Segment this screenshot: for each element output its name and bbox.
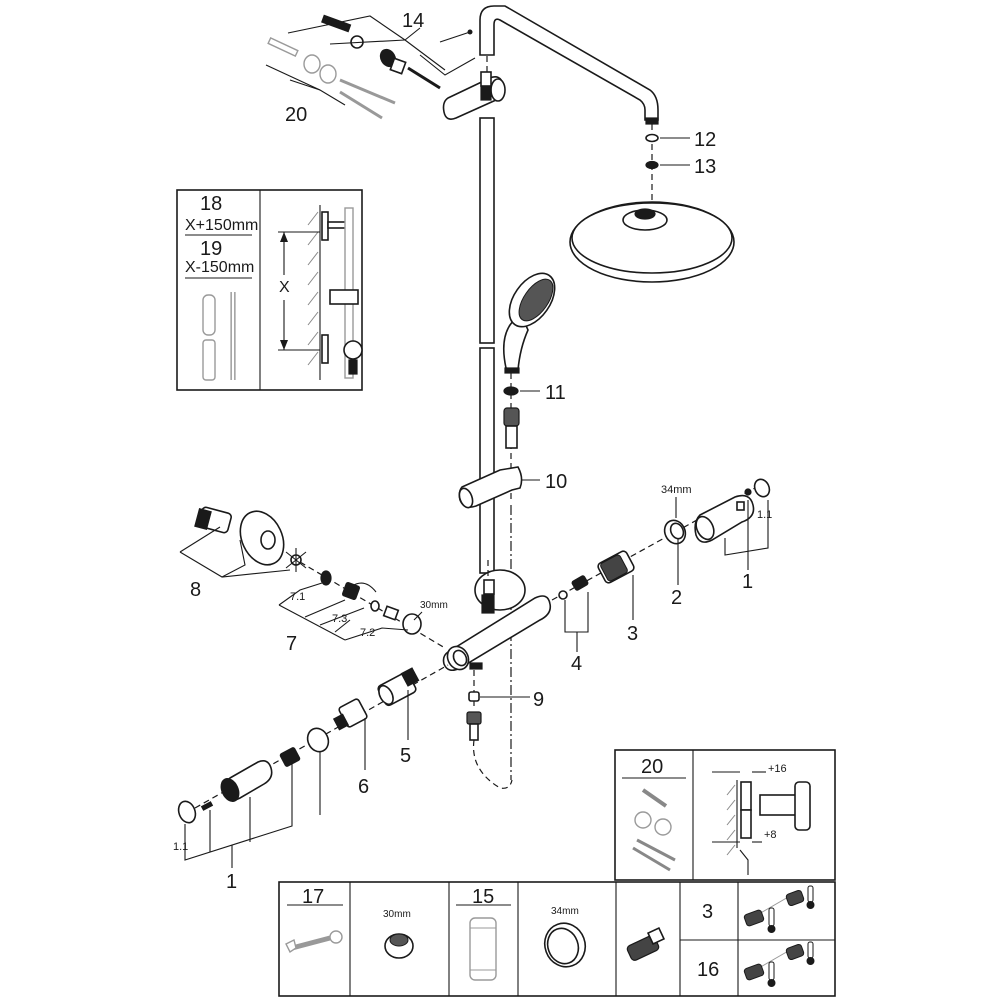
sleeve-icon: [469, 917, 497, 981]
callout-2: 2: [671, 587, 682, 609]
shower-slider: [458, 466, 523, 509]
thermometer-icon-pair-16: [743, 941, 815, 987]
hose-connection: [466, 670, 513, 789]
fixing-set-20: [265, 37, 396, 120]
union-set-7: [278, 561, 446, 649]
item-19-number: 19: [200, 238, 222, 260]
callout-1-left: 1: [226, 871, 237, 893]
callout-7: 7: [286, 633, 297, 655]
extension-rail-inset: [176, 189, 363, 391]
item-18-number: 18: [200, 193, 222, 215]
table-item-15: 15: [472, 886, 494, 908]
callout-7-2: 7.2: [360, 627, 375, 639]
cartridge-icon: [626, 926, 666, 961]
nut-size-30mm: 30mm: [420, 600, 448, 611]
wall-offset-inset: [614, 749, 836, 881]
thermometer-icon-pair-3: [743, 885, 815, 933]
thread-ring-icon: [543, 922, 587, 968]
overhead-shower-head: [569, 124, 735, 283]
callout-7-1: 7.1: [290, 591, 305, 603]
item-19-length: X-150mm: [185, 259, 254, 276]
callout-10: 10: [545, 471, 567, 493]
upper-wall-bracket: [442, 71, 506, 120]
callout-20-top: 20: [285, 104, 307, 126]
callout-14: 14: [402, 10, 424, 32]
callout-1-right: 1: [742, 571, 753, 593]
callout-9: 9: [533, 689, 544, 711]
table-item-17: 17: [302, 886, 324, 908]
hex-nut-icon: [384, 933, 414, 959]
riser-pipe: [479, 5, 659, 574]
callout-12: 12: [694, 129, 716, 151]
item-18-length: X+150mm: [185, 217, 258, 234]
callout-1-1-left: 1.1: [173, 841, 188, 853]
callout-3: 3: [627, 623, 638, 645]
callout-5: 5: [400, 745, 411, 767]
wrench-icon: [285, 930, 343, 954]
right-cartridge-set: [551, 478, 771, 652]
callout-7-3: 7.3: [332, 613, 347, 625]
fixing-set-14: [287, 14, 476, 90]
table-item-3: 3: [702, 901, 713, 923]
callout-4: 4: [571, 653, 582, 675]
inset-item-20: 20: [641, 756, 663, 778]
left-cartridge-set: [177, 664, 449, 868]
thermostat-body: [442, 560, 552, 672]
callout-8: 8: [190, 579, 201, 601]
offset-plus-16: +16: [768, 763, 787, 775]
ring-size-34mm: 34mm: [661, 484, 692, 496]
table-ring-size: 34mm: [551, 906, 579, 917]
table-nut-size: 30mm: [383, 909, 411, 920]
callout-1-1-right: 1.1: [757, 509, 772, 521]
callout-11: 11: [545, 382, 566, 404]
table-item-16: 16: [697, 959, 719, 981]
wall-union-8: [179, 506, 307, 578]
callout-13: 13: [694, 156, 716, 178]
dimension-x-label: X: [279, 279, 290, 296]
callout-6: 6: [358, 776, 369, 798]
offset-plus-8: +8: [764, 829, 777, 841]
